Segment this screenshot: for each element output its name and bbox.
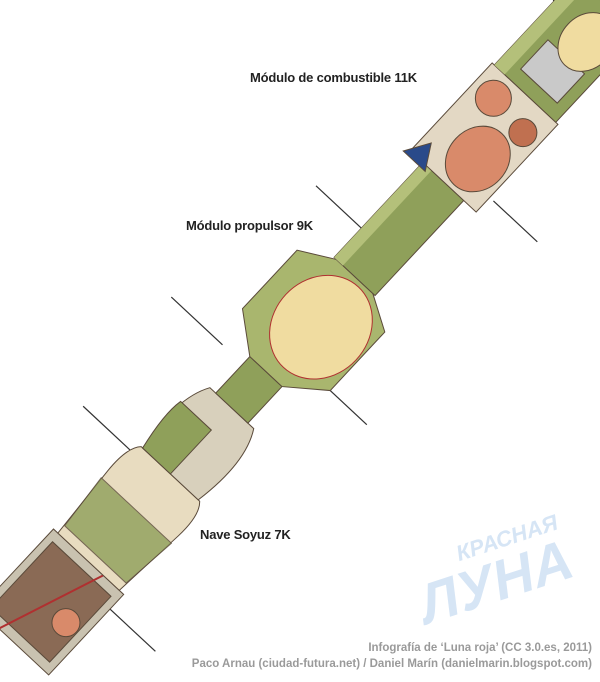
credit-line-2: Paco Arnau (ciudad-futura.net) / Daniel … [191, 658, 592, 670]
label-fuel-module: Módulo de combustible 11K [250, 70, 417, 85]
label-soyuz: Nave Soyuz 7K [200, 527, 291, 542]
watermark-logo: КРАСНАЯ ЛУНА [407, 509, 580, 637]
descent-module-hull [64, 477, 173, 584]
propulsion-tube-highlight [334, 162, 432, 266]
soyuz-descent-module [57, 446, 201, 592]
propulsion-module [241, 161, 465, 392]
credit-line-1: Infografía de ‘Luna roja’ (CC 3.0.es, 20… [368, 642, 592, 654]
orbital-module-hull [141, 400, 213, 475]
fuel-module [493, 0, 600, 124]
soyuz-orbital-module [141, 387, 255, 501]
label-propulsion-module: Módulo propulsor 9K [186, 218, 313, 233]
engine-section [402, 62, 559, 213]
propulsion-tank [269, 274, 373, 380]
